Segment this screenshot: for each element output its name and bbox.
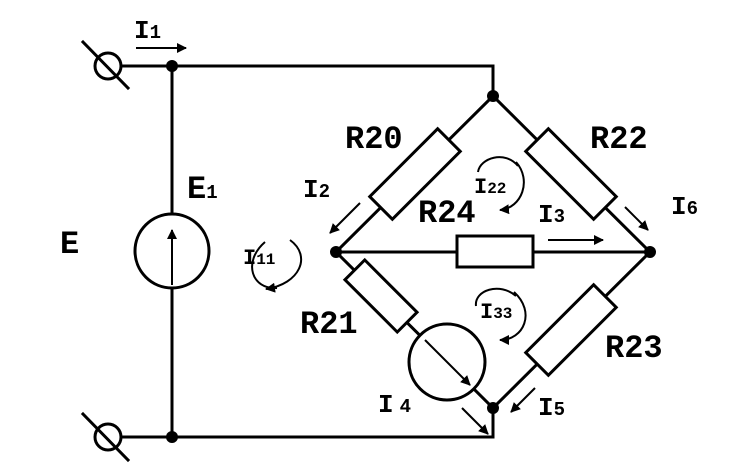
bottom-terminal bbox=[80, 411, 174, 463]
resistor-r20 bbox=[367, 126, 463, 222]
label-e: E bbox=[60, 226, 79, 263]
label-i3: I3 bbox=[538, 200, 565, 230]
label-r24: R24 bbox=[418, 195, 476, 232]
label-e1: E1 bbox=[187, 171, 218, 208]
label-i1: I1 bbox=[134, 16, 161, 46]
label-i6: I6 bbox=[671, 192, 698, 222]
label-i2: I2 bbox=[303, 175, 330, 205]
label-r21: R21 bbox=[300, 306, 358, 343]
current-arrows bbox=[136, 43, 649, 435]
label-i11: I11 bbox=[243, 246, 275, 271]
loop-arcs bbox=[251, 156, 527, 345]
resistor-r22 bbox=[523, 126, 619, 222]
nodes bbox=[166, 60, 656, 443]
resistor-r23 bbox=[523, 282, 619, 378]
voltage-source-e1 bbox=[133, 212, 211, 290]
label-i33: I33 bbox=[480, 300, 512, 325]
label-i5: I5 bbox=[538, 393, 565, 423]
top-terminal bbox=[80, 39, 174, 91]
label-r23: R23 bbox=[605, 330, 663, 367]
resistor-r24 bbox=[455, 234, 535, 269]
ammeter-branch-i4 bbox=[407, 322, 487, 402]
label-r22: R22 bbox=[590, 121, 648, 158]
label-i22: I22 bbox=[474, 175, 506, 200]
resistor-r21 bbox=[342, 257, 420, 335]
label-r20: R20 bbox=[345, 121, 403, 158]
